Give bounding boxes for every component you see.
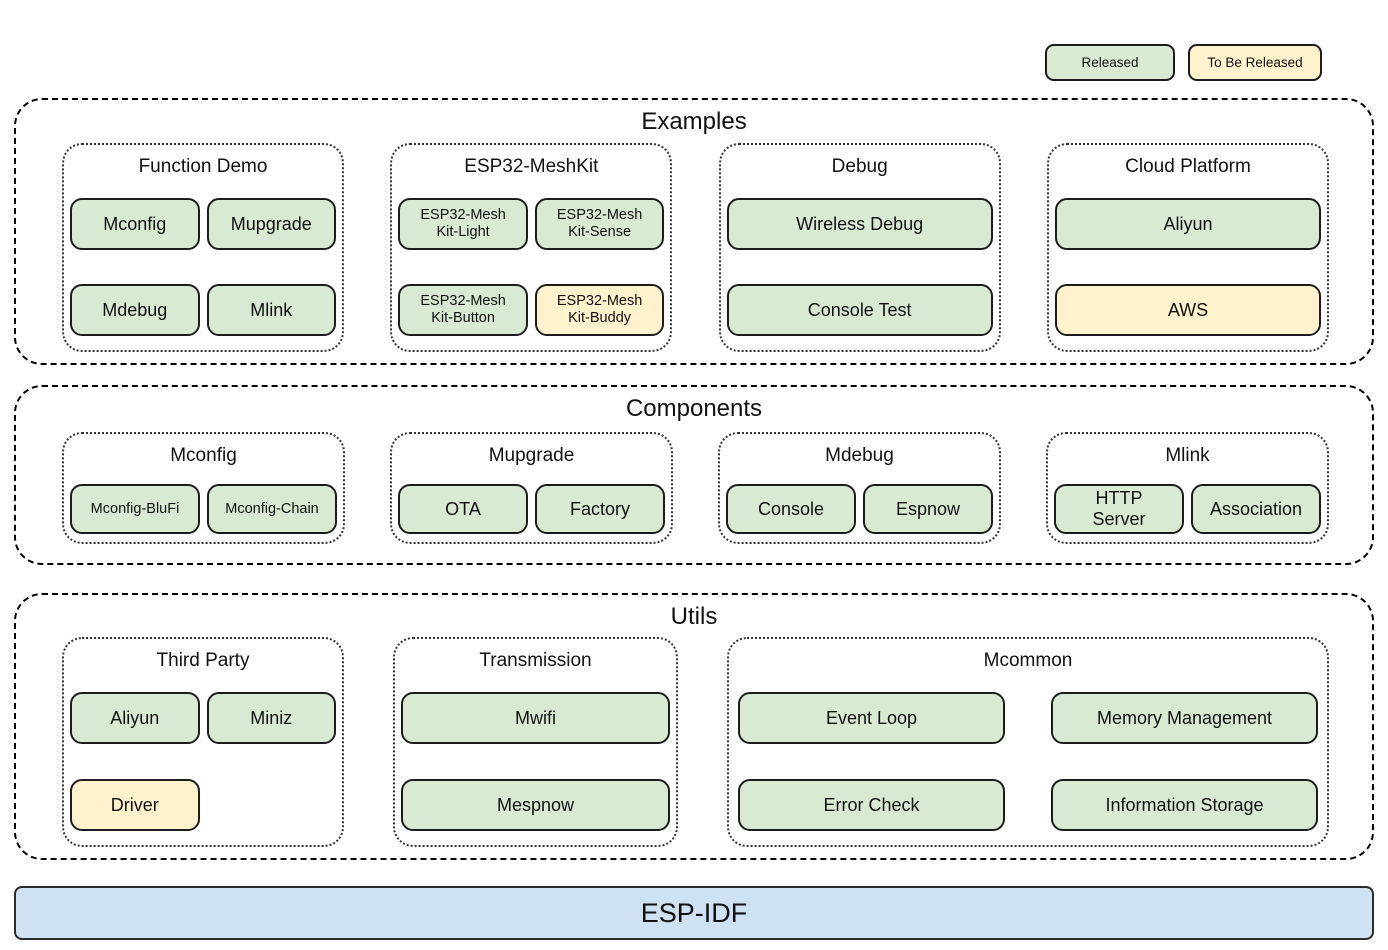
group-third-party: Third Party Aliyun Miniz Driver [62,637,344,847]
group-esp32-meshkit: ESP32-MeshKit ESP32-Mesh Kit-Light ESP32… [390,143,673,352]
group-title-third-party: Third Party [156,650,250,671]
box-meshkit-light: ESP32-Mesh Kit-Light [398,198,528,250]
group-cloud-platform: Cloud Platform Aliyun AWS [1046,143,1329,352]
group-mcommon: Mcommon Event Loop Memory Management Err… [727,637,1329,847]
box-console: Console [726,484,856,534]
section-title-components: Components [625,395,763,422]
box-error-check: Error Check [738,779,1005,831]
group-mupgrade: Mupgrade OTA Factory [390,432,673,544]
box-event-loop: Event Loop [738,692,1005,744]
section-title-examples: Examples [641,108,747,135]
box-cloud-aliyun: Aliyun [1054,198,1321,250]
box-console-test: Console Test [726,284,993,336]
group-mlink: Mlink HTTP Server Association [1046,432,1329,544]
group-function-demo: Function Demo Mconfig Mupgrade Mdebug Ml… [62,143,344,352]
group-title-mcommon: Mcommon [983,650,1073,671]
box-information-storage: Information Storage [1051,779,1318,831]
box-wireless-debug: Wireless Debug [726,198,993,250]
examples-groups: Function Demo Mconfig Mupgrade Mdebug Ml… [16,143,1372,352]
group-mdebug: Mdebug Console Espnow [718,432,1001,544]
box-mconfig-blufi: Mconfig-BluFi [70,484,200,534]
box-example-mupgrade: Mupgrade [206,198,336,250]
section-components: Components Mconfig Mconfig-BluFi Mconfig… [14,385,1374,565]
box-meshkit-buddy: ESP32-Mesh Kit-Buddy [534,284,665,336]
components-groups: Mconfig Mconfig-BluFi Mconfig-Chain Mupg… [16,432,1372,544]
box-espnow: Espnow [863,484,993,534]
section-title-utils: Utils [670,603,718,630]
group-title-esp32-meshkit: ESP32-MeshKit [464,156,599,177]
group-title-transmission: Transmission [479,650,592,671]
box-association: Association [1191,484,1321,534]
group-title-function-demo: Function Demo [138,156,268,177]
box-example-mconfig: Mconfig [70,198,200,250]
box-memory-management: Memory Management [1051,692,1318,744]
group-mconfig: Mconfig Mconfig-BluFi Mconfig-Chain [62,432,345,544]
legend: Released To Be Released [1045,44,1322,81]
box-mespnow: Mespnow [401,779,670,831]
box-miniz: Miniz [206,692,336,744]
legend-chip-to-be-released: To Be Released [1188,44,1322,81]
group-debug: Debug Wireless Debug Console Test [718,143,1001,352]
group-title-mupgrade: Mupgrade [488,445,575,466]
group-title-cloud-platform: Cloud Platform [1125,156,1251,177]
esp-idf-base-bar: ESP-IDF [14,886,1374,940]
box-ota: OTA [398,484,528,534]
box-meshkit-button: ESP32-Mesh Kit-Button [398,284,528,336]
group-title-debug: Debug [831,156,888,177]
group-title-mconfig: Mconfig [170,445,237,466]
legend-chip-released: Released [1045,44,1175,81]
box-example-mdebug: Mdebug [70,284,200,336]
box-cloud-aws: AWS [1054,284,1321,336]
box-mwifi: Mwifi [401,692,670,744]
box-example-mlink: Mlink [206,284,336,336]
box-driver: Driver [70,779,200,831]
box-http-server: HTTP Server [1054,484,1184,534]
group-title-mdebug: Mdebug [825,445,894,466]
box-factory: Factory [535,484,665,534]
box-third-party-aliyun: Aliyun [70,692,200,744]
group-title-mlink: Mlink [1165,445,1210,466]
utils-groups: Third Party Aliyun Miniz Driver Transmis… [16,637,1372,847]
box-mconfig-chain: Mconfig-Chain [207,484,337,534]
box-meshkit-sense: ESP32-Mesh Kit-Sense [534,198,665,250]
section-examples: Examples Function Demo Mconfig Mupgrade … [14,98,1374,365]
group-transmission: Transmission Mwifi Mespnow [393,637,678,847]
section-utils: Utils Third Party Aliyun Miniz Driver Tr… [14,593,1374,860]
